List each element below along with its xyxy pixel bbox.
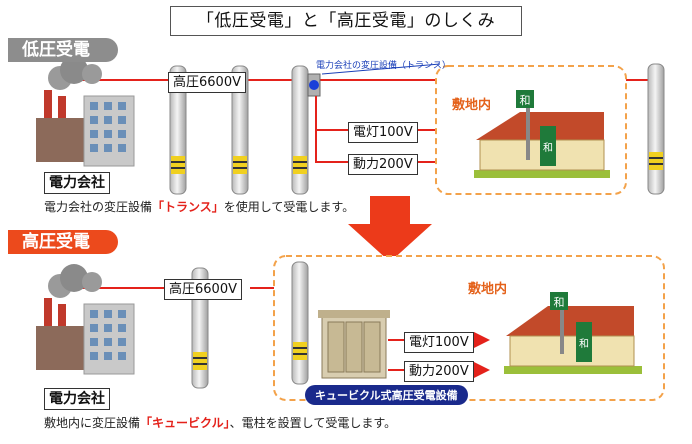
svg-text:和: 和 xyxy=(554,296,565,309)
utility-pole-3 xyxy=(291,65,309,195)
lighting-100v-high: 電灯100V xyxy=(404,332,474,353)
low-note-highlight: 「トランス」 xyxy=(152,200,224,214)
high-note-before: 敷地内に変圧設備 xyxy=(44,416,141,430)
high-voltage-note: 敷地内に変圧設備「キュービクル」、電柱を設置して受電します。 xyxy=(44,414,396,431)
transformer-label: 電力会社の変圧設備（トランス） xyxy=(316,61,451,71)
transformer-icon xyxy=(307,73,321,97)
shop-icon-high: 和 和 xyxy=(504,292,642,374)
shop-icon-low: 和 和 xyxy=(474,90,610,178)
factory-icon-high xyxy=(36,264,135,375)
transition-down-arrow xyxy=(348,196,432,262)
utility-pole-4 xyxy=(647,63,665,195)
low-voltage-6600v-callout: 高圧6600V xyxy=(168,72,246,93)
high-voltage-section-label: 高圧受電 xyxy=(8,230,118,254)
cubicle-label: キュービクル式高圧受電設備 xyxy=(305,385,468,405)
page-title: 「低圧受電」と「高圧受電」のしくみ xyxy=(170,6,522,36)
factory-icon-low xyxy=(36,56,135,167)
power-200v-low: 動力200V xyxy=(348,154,418,175)
high-note-after: 、電柱を設置して受電します。 xyxy=(229,416,397,430)
site-label-low: 敷地内 xyxy=(452,98,492,113)
power-200v-high: 動力200V xyxy=(404,361,474,382)
high-note-highlight: 「キュービクル」 xyxy=(140,416,230,430)
transformer-pointer xyxy=(321,63,441,75)
high-voltage-6600v-callout: 高圧6600V xyxy=(164,279,242,300)
low-voltage-note: 電力会社の変圧設備「トランス」を使用して受電します。 xyxy=(44,198,354,215)
site-label-high: 敷地内 xyxy=(468,282,508,297)
svg-text:和: 和 xyxy=(543,142,553,154)
low-note-after: を使用して受電します。 xyxy=(223,200,355,214)
power-company-label-high: 電力会社 xyxy=(44,388,110,410)
svg-text:和: 和 xyxy=(520,94,531,107)
lighting-100v-low: 電灯100V xyxy=(348,122,418,143)
utility-pole-1 xyxy=(169,65,187,195)
power-company-label-low: 電力会社 xyxy=(44,172,110,194)
cubicle-icon xyxy=(318,310,390,379)
utility-pole-2 xyxy=(231,65,249,195)
low-voltage-section-label: 低圧受電 xyxy=(8,38,118,62)
svg-text:和: 和 xyxy=(579,338,589,350)
utility-pole-6 xyxy=(291,261,309,385)
low-note-before: 電力会社の変圧設備 xyxy=(44,200,153,214)
